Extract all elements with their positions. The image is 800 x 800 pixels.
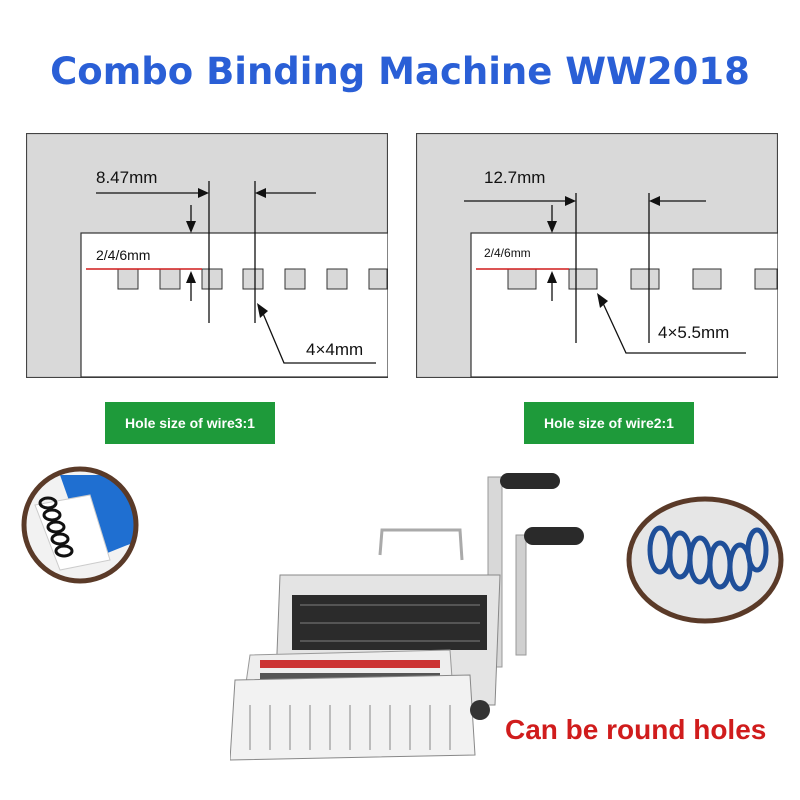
round-holes-caption: Can be round holes (505, 714, 767, 745)
binding-machine-photo (230, 473, 584, 761)
hole-size-label: 4×5.5mm (658, 323, 729, 342)
black-wire-binding-photo (21, 466, 139, 584)
margin-label: 2/4/6mm (96, 247, 150, 263)
wire-2-1-badge: Hole size of wire2:1 (524, 402, 694, 444)
blue-wire-binding-photo (626, 496, 784, 624)
pitch-label: 8.47mm (96, 168, 157, 187)
hole-diagram-2-1: 12.7mm 2/4/6mm 4×5.5mm (416, 133, 778, 378)
hole-diagram-3-1: 8.47mm 2/4/6mm 4×4mm (26, 133, 388, 378)
page-title: Combo Binding Machine WW2018 (50, 50, 750, 93)
hole-size-label: 4×4mm (306, 340, 363, 359)
margin-label: 2/4/6mm (484, 246, 531, 260)
wire-3-1-badge: Hole size of wire3:1 (105, 402, 275, 444)
pitch-label: 12.7mm (484, 168, 545, 187)
